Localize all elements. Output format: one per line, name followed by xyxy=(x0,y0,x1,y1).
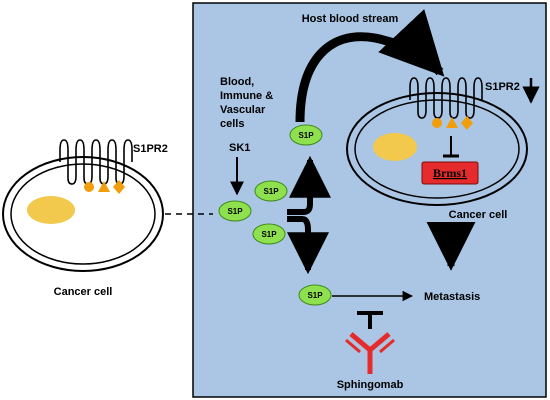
host-blood-stream-panel xyxy=(192,2,547,398)
svg-text:S1P: S1P xyxy=(298,131,314,140)
s1p-molecule: S1P xyxy=(289,124,323,146)
sk1-label: SK1 xyxy=(229,142,250,154)
metastasis-label: Metastasis xyxy=(424,291,480,303)
s1pr2-receptor-icon xyxy=(409,77,483,119)
brms1-box xyxy=(421,161,479,185)
host-blood-stream-label: Host blood stream xyxy=(302,13,399,25)
right-cancer-cell xyxy=(346,92,528,206)
blood-cells-label: Blood, Immune & Vascular cells xyxy=(220,76,273,130)
sphingomab-antibody-icon xyxy=(345,332,395,374)
circle-molecule-icon xyxy=(432,118,442,128)
curved-arrow-to-cell xyxy=(295,9,445,123)
sphingomab-label: Sphingomab xyxy=(337,379,404,391)
diamond-molecule-icon xyxy=(113,180,125,194)
split-arrow-down xyxy=(287,216,329,275)
svg-text:Blood,: Blood, xyxy=(220,76,254,88)
s1pr2-left-label: S1PR2 xyxy=(133,143,168,155)
cancer-cell-left-label: Cancer cell xyxy=(54,286,113,298)
svg-text:S1P: S1P xyxy=(261,230,277,239)
left-cancer-cell xyxy=(2,156,164,272)
s1p-molecule: S1P xyxy=(218,200,252,222)
brms1-label: Brms1 xyxy=(433,166,467,180)
split-arrow-up xyxy=(287,155,331,215)
right-nucleus xyxy=(373,133,417,161)
svg-text:S1P: S1P xyxy=(227,207,243,216)
circle-molecule-icon xyxy=(84,182,94,192)
s1p-molecule: S1P xyxy=(254,180,288,202)
diamond-molecule-icon xyxy=(461,116,473,130)
svg-text:Immune &: Immune & xyxy=(220,90,273,102)
triangle-molecule-icon xyxy=(446,117,458,128)
svg-text:S1P: S1P xyxy=(307,291,323,300)
s1p-molecule: S1P xyxy=(298,284,332,306)
s1pr2-right-label: S1PR2 xyxy=(485,81,520,93)
left-nucleus xyxy=(27,196,75,224)
cancer-cell-right-label: Cancer cell xyxy=(449,209,508,221)
svg-text:cells: cells xyxy=(220,118,244,130)
s1p-molecule: S1P xyxy=(252,223,286,245)
svg-text:Vascular: Vascular xyxy=(220,104,266,116)
svg-text:S1P: S1P xyxy=(263,187,279,196)
triangle-molecule-icon xyxy=(98,181,110,192)
